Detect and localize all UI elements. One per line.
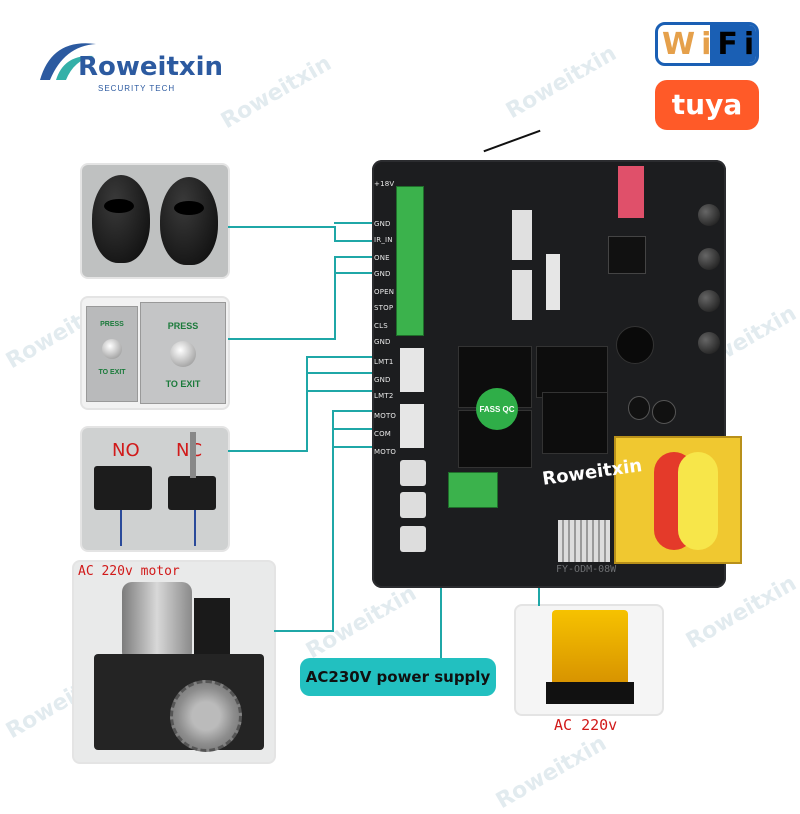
watermark: Roweitxin [491,730,611,814]
slide-switch-icon [512,270,532,320]
pin-label: IR_IN [374,236,393,244]
press-label: PRESS [167,321,199,331]
power-supply-text: AC230V power supply [305,668,491,686]
relay-icon [536,346,608,398]
pin-label: MOTO [374,412,397,420]
limit-switch-icon [94,466,152,510]
connector-icon [546,254,560,310]
connector-icon [400,404,424,448]
limit-switch-panel: NO NC [82,428,228,550]
connector-icon [400,348,424,392]
lamp-icon [552,610,628,682]
transformer-icon [614,436,742,564]
no-caption: NO [112,440,140,461]
dip-switch-icon [618,166,644,218]
motor-icon [122,582,192,662]
ic-chip-icon [608,236,646,274]
pin-label: CLS [374,322,388,330]
exit-button-panel: PRESS TO EXIT PRESS TO EXIT [82,298,228,408]
power-terminal-icon [400,492,426,518]
pin-label: GND [374,376,391,384]
brand-logo: Roweitxin SECURITY TECH [34,30,234,100]
limit-switch-icon [168,476,216,510]
tuya-label: tuya [671,88,743,121]
potentiometer-knob [698,290,720,312]
terminal-block [396,186,424,336]
control-board: +18V GND IR_IN ONE GND OPEN STOP CLS GND… [372,129,742,588]
potentiometer-knob [698,248,720,270]
pin-label: +18V [374,180,395,188]
lamp-terminal [448,472,498,508]
pin-label: LMT1 [374,358,394,366]
press-label: PRESS [100,321,124,328]
qc-sticker: FASS QC [476,388,518,430]
warning-lamp-panel [516,606,662,714]
qc-text: FASS QC [479,404,515,414]
potentiometer-knob [698,204,720,226]
exit-button-icon [170,341,196,367]
tuya-badge: tuya [655,80,759,130]
antenna-icon [483,129,541,153]
power-terminal-icon [400,460,426,486]
exit-button-icon [102,339,122,359]
pin-label: STOP [374,304,394,312]
pin-label: LMT2 [374,392,394,400]
heatsink-icon [558,520,610,562]
exit-plate: PRESS TO EXIT [86,306,138,402]
watermark: Roweitxin [216,50,336,135]
buzzer-icon [616,326,654,364]
motor-caption: AC 220v motor [78,564,180,579]
power-supply-label: AC230V power supply [300,658,496,696]
exit-label: TO EXIT [165,379,201,389]
exit-label: TO EXIT [98,369,126,376]
pin-label: GND [374,220,391,228]
pin-label: GND [374,338,391,346]
power-terminal-icon [400,526,426,552]
pin-label: MOTO [374,448,397,456]
exit-plate: PRESS TO EXIT [140,302,226,404]
potentiometer-knob [698,332,720,354]
lamp-caption: AC 220v [554,716,618,734]
watermark: Roweitxin [501,40,621,125]
capacitor-icon [652,400,676,424]
slide-switch-icon [512,210,532,260]
pin-label: OPEN [374,288,395,296]
board-model: FY-ODM-08W [556,564,617,575]
brand-name: Roweitxin [78,52,224,82]
brand-tagline: SECURITY TECH [98,84,176,93]
watermark: Roweitxin [301,580,421,665]
wifi-label: WiFi [662,27,759,62]
wifi-badge: WiFi [655,22,759,66]
swoosh-icon [40,43,96,80]
pin-label: COM [374,430,392,438]
photocell-icon [92,175,150,263]
motor-panel: AC 220v motor [74,562,274,762]
pin-label: ONE [374,254,390,262]
pin-label: GND [374,270,391,278]
photocell-sensor-panel [82,165,228,277]
photocell-icon [160,177,218,265]
relay-icon [542,392,608,454]
capacitor-icon [628,396,650,420]
gear-icon [170,680,242,752]
